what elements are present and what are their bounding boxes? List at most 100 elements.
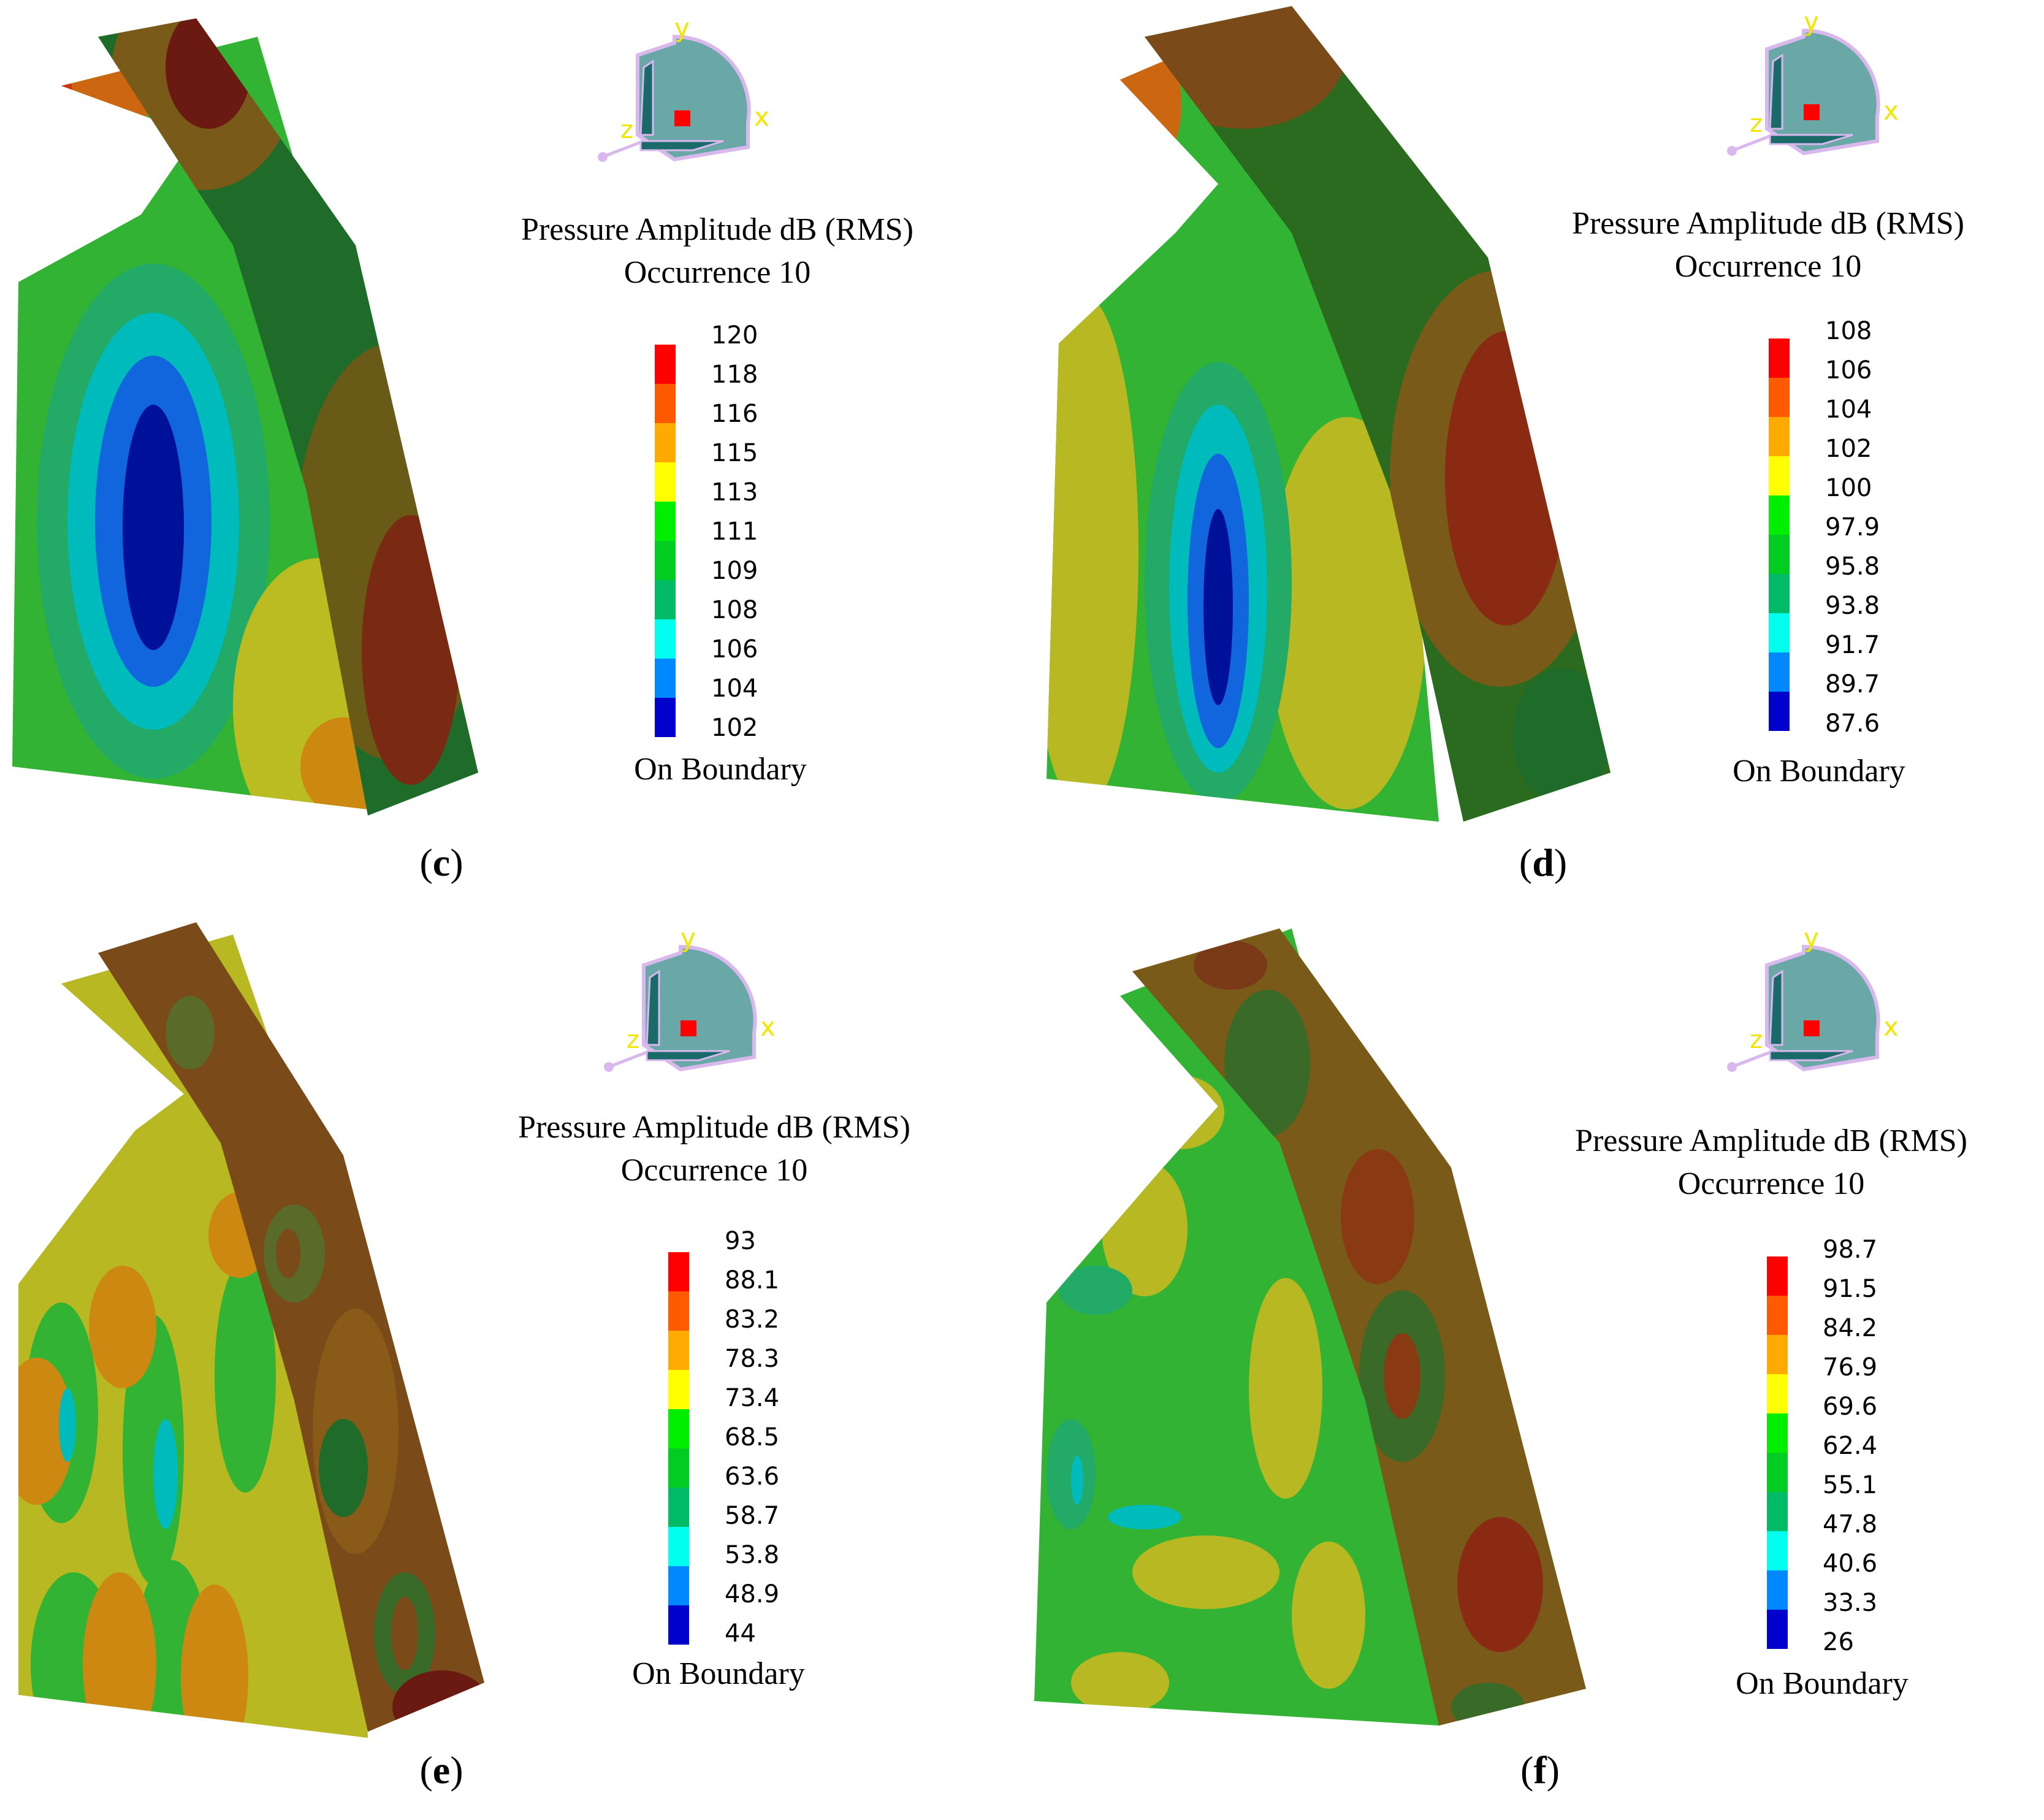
- tick-label: 78.3: [725, 1345, 780, 1373]
- tick-label: 120: [711, 321, 758, 350]
- tick-label: 53.8: [725, 1541, 780, 1569]
- tick-label: 104: [1825, 396, 1872, 424]
- tick-label: 116: [711, 400, 758, 428]
- tick-label: 95.8: [1825, 552, 1880, 581]
- tick-label: 62.4: [1823, 1432, 1878, 1460]
- legend-title-line2: Occurrence 10: [1677, 1166, 1865, 1201]
- tick-label: 73.4: [725, 1384, 780, 1412]
- tick-label: 109: [711, 557, 758, 585]
- tick-label: 100: [1825, 474, 1872, 502]
- tick-label: 104: [711, 675, 758, 703]
- x-axis-label: x: [1883, 1012, 1899, 1042]
- tick-label: 68.5: [725, 1423, 780, 1451]
- tick-label: 44: [725, 1619, 756, 1648]
- tick-label: 98.7: [1823, 1236, 1878, 1264]
- tick-label: 63.6: [725, 1462, 780, 1491]
- tick-label: 118: [711, 361, 758, 389]
- axis-triad-widget: y x z: [1712, 922, 1945, 1082]
- y-axis-label: y: [674, 13, 690, 43]
- colorbar: [655, 345, 676, 737]
- colorbar: [668, 1252, 689, 1645]
- legend-title-line2: Occurrence 10: [1674, 249, 1862, 284]
- legend-title-line1: Pressure Amplitude dB (RMS): [521, 212, 913, 247]
- tick-label: 113: [711, 478, 758, 507]
- panel-caption-letter: f: [1533, 1748, 1547, 1792]
- tick-label: 106: [711, 635, 758, 663]
- z-axis-label: z: [1750, 110, 1763, 138]
- legend-title: Pressure Amplitude dB (RMS) Occurrence 1…: [438, 1106, 990, 1192]
- on-boundary-label: On Boundary: [632, 1656, 805, 1691]
- tick-label: 102: [1825, 435, 1872, 463]
- panel-caption-letter: d: [1532, 841, 1554, 884]
- tick-label: 97.9: [1825, 513, 1880, 541]
- tick-label: 88.1: [725, 1266, 780, 1294]
- tick-label: 115: [711, 439, 758, 467]
- z-axis-label: z: [627, 1026, 639, 1054]
- pressure-field-model: [1047, 6, 1611, 822]
- tick-label: 91.5: [1823, 1275, 1878, 1303]
- legend-title-line1: Pressure Amplitude dB (RMS): [518, 1110, 910, 1145]
- x-axis-label: x: [760, 1012, 776, 1042]
- tick-label: 58.7: [725, 1502, 780, 1530]
- tick-label: 111: [711, 518, 758, 546]
- y-axis-label: y: [1804, 923, 1819, 953]
- panel-caption-letter: c: [432, 841, 451, 884]
- tick-label: 93: [725, 1227, 756, 1255]
- panel-caption-letter: e: [432, 1748, 451, 1792]
- colorbar: [1769, 338, 1790, 731]
- axis-triad-widget: y x z: [589, 922, 822, 1082]
- tick-label: 84.2: [1823, 1314, 1878, 1342]
- tick-label: 108: [711, 596, 758, 624]
- legend-title-line1: Pressure Amplitude dB (RMS): [1575, 1123, 1967, 1158]
- tick-label: 69.6: [1823, 1393, 1878, 1421]
- legend-title: Pressure Amplitude dB (RMS) Occurrence 1…: [1495, 1120, 2044, 1206]
- tick-label: 89.7: [1825, 670, 1880, 698]
- on-boundary-label: On Boundary: [1733, 754, 1905, 789]
- panel-caption: (c): [419, 841, 463, 884]
- pressure-field-model: [12, 18, 478, 816]
- panel-caption: (e): [419, 1748, 463, 1792]
- x-axis-label: x: [1883, 96, 1899, 126]
- axis-triad-widget: y x z: [1712, 6, 1945, 166]
- legend-title: Pressure Amplitude dB (RMS) Occurrence 1…: [441, 208, 993, 294]
- colorbar-ticks: 120 118 116 115 113 111 109 108 106 104 …: [711, 322, 834, 751]
- tick-label: 26: [1823, 1628, 1854, 1656]
- legend-title-line2: Occurrence 10: [623, 255, 811, 290]
- axis-triad-widget: y x z: [582, 12, 815, 172]
- colorbar-ticks: 98.7 91.5 84.2 76.9 69.6 62.4 55.1 47.8 …: [1823, 1236, 1945, 1665]
- z-axis-label: z: [1750, 1026, 1763, 1054]
- tick-label: 76.9: [1823, 1353, 1878, 1382]
- z-axis-label: z: [620, 116, 633, 144]
- colorbar-ticks: 93 88.1 83.2 78.3 73.4 68.5 63.6 58.7 53…: [725, 1228, 847, 1657]
- tick-label: 108: [1825, 317, 1872, 345]
- on-boundary-label: On Boundary: [634, 752, 807, 787]
- tick-label: 87.6: [1825, 709, 1880, 738]
- panel-caption: (d): [1519, 841, 1568, 884]
- legend-title-line2: Occurrence 10: [620, 1153, 808, 1188]
- tick-label: 55.1: [1823, 1471, 1878, 1499]
- panel-caption: (f): [1520, 1748, 1560, 1792]
- tick-label: 102: [711, 714, 758, 742]
- tick-label: 83.2: [725, 1306, 780, 1334]
- colorbar: [1767, 1256, 1788, 1649]
- legend-title-line1: Pressure Amplitude dB (RMS): [1572, 206, 1964, 241]
- tick-label: 48.9: [725, 1580, 780, 1608]
- tick-label: 93.8: [1825, 592, 1880, 620]
- tick-label: 47.8: [1823, 1510, 1878, 1539]
- on-boundary-label: On Boundary: [1736, 1666, 1909, 1701]
- tick-label: 106: [1825, 356, 1872, 384]
- x-axis-label: x: [754, 102, 769, 132]
- colorbar-ticks: 108 106 104 102 100 97.9 95.8 93.8 91.7 …: [1825, 318, 1948, 747]
- panel-e: y x z Pressure Amplitude dB (RMS) Occurr…: [0, 910, 1022, 1820]
- panel-f: y x z Pressure Amplitude dB (RMS) Occurr…: [1022, 910, 2044, 1820]
- pressure-field-model: [18, 922, 484, 1738]
- panel-d: y x z Pressure Amplitude dB (RMS) Occurr…: [1022, 0, 2044, 910]
- pressure-field-model: [1034, 928, 1586, 1726]
- tick-label: 40.6: [1823, 1550, 1878, 1578]
- legend-title: Pressure Amplitude dB (RMS) Occurrence 1…: [1492, 202, 2044, 288]
- tick-label: 33.3: [1823, 1589, 1878, 1617]
- panel-c: y x z Pressure Amplitude dB (RMS) Occurr…: [0, 0, 1022, 910]
- y-axis-label: y: [681, 923, 696, 953]
- tick-label: 91.7: [1825, 631, 1880, 659]
- y-axis-label: y: [1804, 7, 1819, 37]
